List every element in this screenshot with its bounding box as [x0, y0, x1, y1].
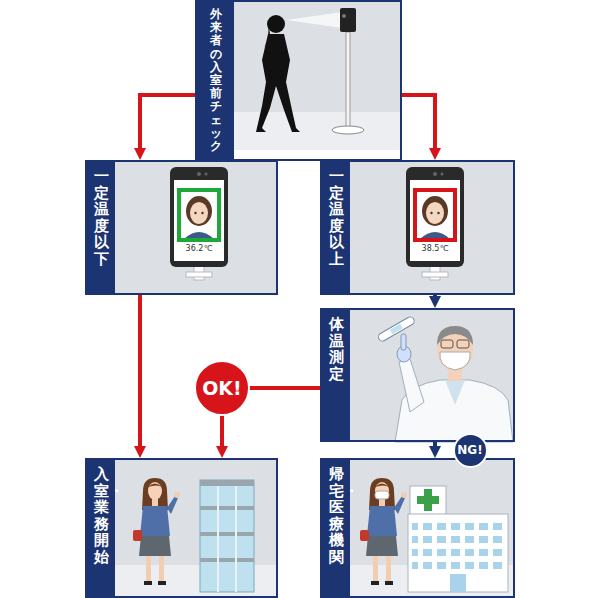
thermal-camera-stand [340, 8, 356, 32]
edge-badge: OK! [194, 360, 250, 416]
title-band: 帰宅・医療機関 [322, 460, 350, 596]
band-label: 体温測定 [329, 316, 344, 382]
flow-arrow [222, 388, 320, 452]
office-building [200, 480, 254, 592]
thermal-camera-stand [332, 8, 364, 134]
woman-going-home [360, 478, 407, 585]
panel-grounds [348, 458, 515, 598]
hospital-building [408, 514, 508, 592]
doctor-figure [401, 334, 406, 350]
flow-arrow [138, 295, 142, 452]
flow-arrow [402, 95, 435, 154]
flow-arrow [140, 95, 195, 154]
doctor-figure [377, 316, 416, 343]
tablet-green [170, 167, 228, 280]
office-building [200, 532, 254, 536]
panel-grounds [113, 0, 515, 598]
tablet-green [170, 167, 228, 280]
office-building [217, 486, 219, 592]
doctor-figure [377, 316, 513, 442]
start-box: 外来者の入室前チェック [195, 0, 402, 161]
title-band: 入室・業務開始 [87, 460, 115, 596]
visitor-silhouette [264, 22, 270, 48]
band-label: 外来者の入室前チェック [210, 8, 222, 153]
band-label: 一定温度以上 [329, 168, 344, 267]
temperature-readout: 36.2℃ [174, 244, 224, 254]
office-building [235, 486, 237, 592]
doctor-figure [457, 340, 469, 348]
woman-entering [133, 478, 180, 585]
panel-grounds [232, 0, 402, 150]
doctor-figure [437, 326, 473, 345]
band-label: 一定温度以下 [94, 168, 109, 267]
doctor-figure [445, 380, 465, 405]
tablet-red [406, 167, 464, 280]
hospital-building [412, 518, 504, 570]
visitor-silhouette [267, 15, 285, 33]
title-band: 一定温度以上 [322, 162, 350, 293]
doctor-figure [377, 316, 416, 343]
tablet-red [406, 167, 464, 280]
edge-badge: NG! [453, 433, 488, 468]
panel-grounds [348, 160, 515, 295]
hospital-building [417, 496, 439, 504]
visitor-silhouette [286, 12, 342, 28]
thermal-camera-stand [342, 14, 346, 18]
office-building [200, 558, 254, 562]
result-box: 入室・業務開始 [85, 458, 278, 598]
hospital-building [410, 486, 446, 516]
doctor-figure [441, 340, 453, 348]
result-box: 帰宅・医療機関 [320, 458, 515, 598]
flow-arrow [433, 442, 437, 452]
temperature-readout: 38.5℃ [410, 244, 460, 254]
office-building [200, 480, 254, 592]
panel-grounds [113, 160, 278, 295]
woman-going-home [375, 491, 389, 499]
visitor-silhouette [256, 34, 300, 132]
thermal-camera-stand [332, 126, 364, 134]
hospital-building [408, 486, 508, 592]
panel-grounds [348, 308, 515, 442]
woman-entering [133, 478, 180, 585]
doctor-figure [390, 324, 403, 334]
thermal-camera-stand [346, 32, 350, 128]
office-building [200, 480, 254, 486]
title-band: 一定温度以下 [87, 162, 115, 293]
connectors [140, 95, 435, 452]
flow-arrow [433, 295, 437, 302]
woman-going-home [360, 478, 407, 585]
doctor-figure [440, 352, 470, 370]
title-band: 体温測定 [322, 310, 350, 440]
hospital-building [450, 574, 466, 592]
panel-grounds [113, 458, 278, 598]
doctor-figure [399, 359, 424, 412]
visitor-silhouette [256, 12, 342, 132]
process-box: 体温測定 [320, 308, 515, 442]
title-band: 外来者の入室前チェック [197, 2, 234, 159]
condition-box: 一定温度以上 [320, 160, 515, 295]
office-building [200, 506, 254, 510]
band-label: 入室・業務開始 [94, 466, 109, 565]
condition-box: 一定温度以下 [85, 160, 278, 295]
band-label: 帰宅・医療機関 [329, 466, 344, 565]
